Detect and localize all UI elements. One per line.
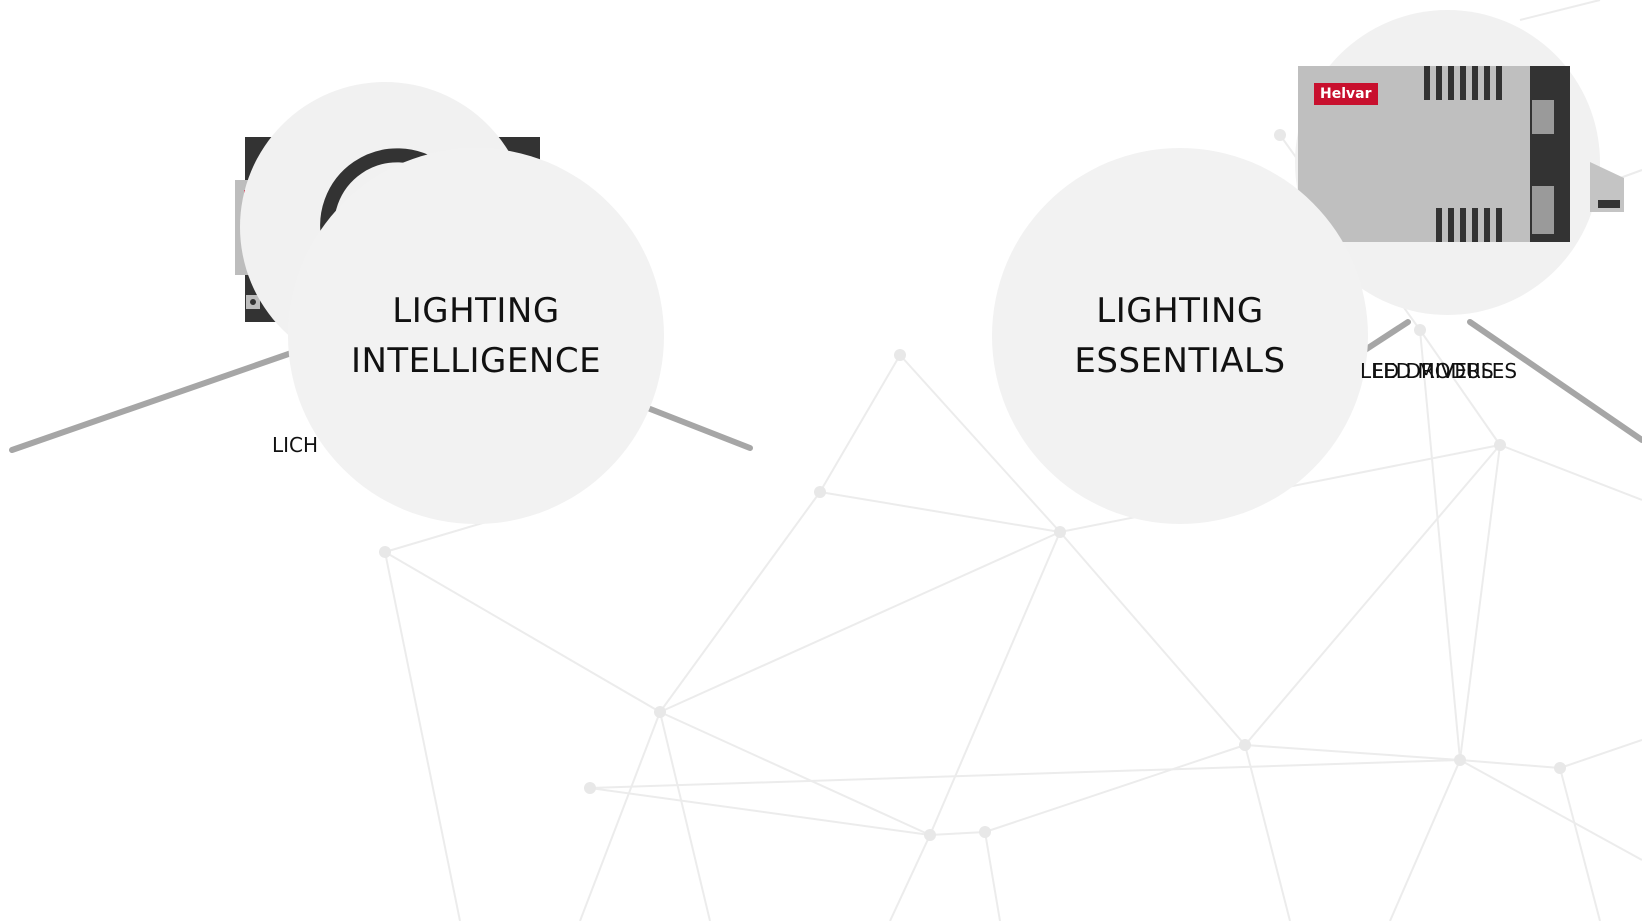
connector-far-right [1467,319,1642,443]
label-led-drivers: LED DRIVERS [1360,359,1494,383]
connector-left [9,347,303,453]
node-intelligence-line1: LIGHTING [392,291,560,331]
node-essentials-line2: ESSENTIALS [1074,341,1286,381]
node-essentials-line1: LIGHTING [1096,291,1264,331]
node-lighting-essentials[interactable]: LIGHTING ESSENTIALS [992,148,1368,524]
node-intelligence-line2: INTELLIGENCE [350,341,602,381]
node-lighting-intelligence[interactable]: LIGHTING INTELLIGENCE [288,148,664,524]
label-left-fragment: LICH [272,433,319,457]
connector-intelligence-right [637,402,753,451]
helvar-logo: Helvar [1314,83,1378,105]
connector-essentials-right [1362,319,1411,353]
label-led-modules: LED MODULES [1372,359,1518,383]
